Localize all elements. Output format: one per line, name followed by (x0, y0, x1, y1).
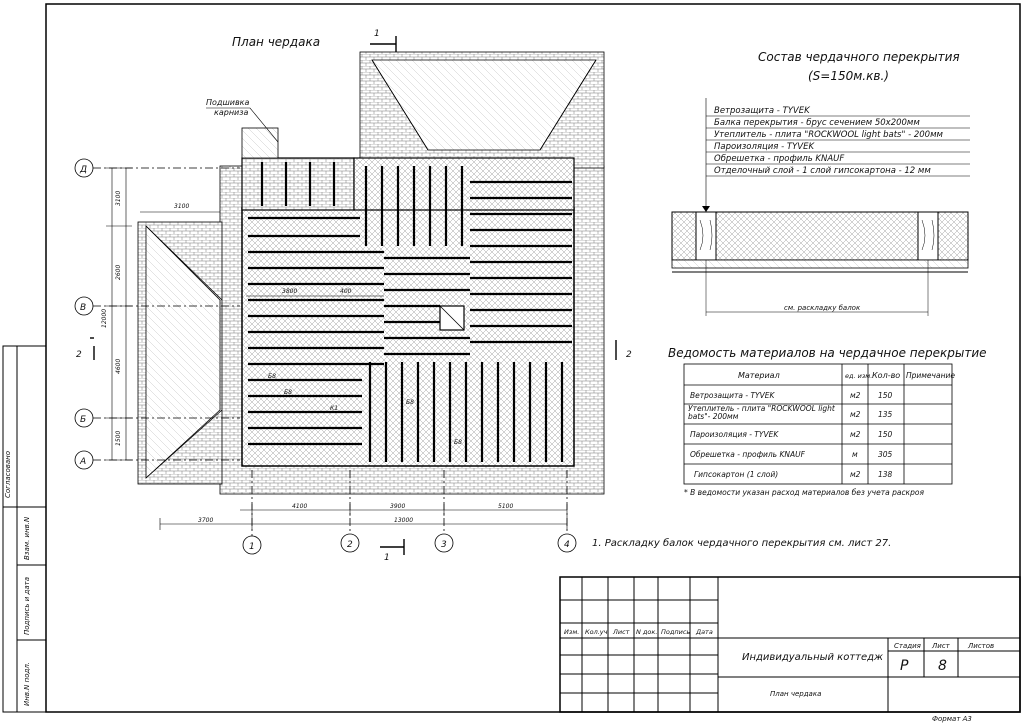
eave-label-1: Подшивка (206, 98, 250, 107)
eave-label-2: карниза (214, 108, 248, 117)
tb-sheets-label: Листов (967, 642, 994, 650)
dim-left-4: 1500 (115, 431, 122, 446)
tb-stage: Р (900, 658, 909, 674)
composition-title: Состав чердачного перекрытия (758, 50, 960, 64)
dim-bottom-total: 13000 (394, 517, 413, 524)
dim-bottom-3: 5100 (498, 503, 513, 510)
mat-row-4-name: Обрешетка - профиль KNAUF (690, 450, 806, 459)
floor-section (671, 206, 969, 316)
axis-row-b: Б (80, 415, 86, 425)
mat-row-2-unit: м2 (850, 410, 861, 419)
mat-row-3-name: Пароизоляция - TYVEK (690, 430, 779, 439)
axis-col-1: 1 (249, 542, 255, 552)
mat-row-1-qty: 150 (878, 391, 893, 400)
layer-2: Балка перекрытия - брус сечением 50х200м… (714, 118, 920, 128)
title-block (559, 576, 1021, 713)
mat-header-note: Примечание (906, 371, 955, 380)
section-marks (90, 36, 617, 555)
side-stamp-signature: Подпись и дата (23, 577, 31, 635)
side-stamp-inventory: Инв.N подл. (23, 662, 31, 706)
mat-row-1-name: Ветрозащита - TYVEK (690, 391, 775, 400)
axis-col-4: 4 (564, 540, 570, 550)
eave-leader (206, 107, 279, 143)
beam-label-5: Б8 (454, 439, 462, 446)
tb-sheet-label: Лист (931, 642, 951, 650)
layer-6: Отделочный слой - 1 слой гипсокартона - … (714, 166, 931, 176)
dim-bottom-2: 3900 (390, 503, 405, 510)
layer-5: Обрешетка - профиль KNAUF (714, 154, 844, 164)
section-mark-1-bottom: 1 (384, 553, 390, 563)
tb-header-date: Дата (695, 628, 713, 636)
tb-sheet: 8 (938, 658, 947, 674)
tb-header-kol: Кол.уч (585, 628, 608, 636)
composition-leader-lines (705, 98, 970, 210)
materials-title: Ведомость материалов на чердачное перекр… (668, 346, 987, 360)
side-stamp (2, 345, 47, 713)
dim-left-total: 12000 (101, 309, 108, 328)
tb-header-doc: N док. (636, 628, 657, 636)
tb-header-sign: Подпись (661, 628, 690, 636)
beams-vertical (260, 162, 564, 462)
mat-row-3-unit: м2 (850, 430, 861, 439)
plan-title: План чердака (232, 35, 320, 49)
dim-bottom-1: 4100 (292, 503, 307, 510)
axis-col-3: 3 (441, 540, 447, 550)
dim-left-2: 2600 (115, 265, 122, 280)
dim-inner-3: 400 (340, 288, 352, 295)
materials-footnote: * В ведомости указан расход материалов б… (684, 488, 924, 497)
mat-header-material: Материал (738, 371, 780, 380)
mat-row-2-qty: 135 (878, 410, 893, 419)
tb-stage-label: Стадия (894, 642, 921, 650)
side-stamp-agreed: Согласовано (4, 451, 12, 498)
dim-left-3: 4600 (115, 359, 122, 374)
composition-area: (S=150м.кв.) (808, 69, 889, 83)
tb-project: Индивидуальный коттедж (742, 652, 883, 663)
section-mark-1-top: 1 (374, 29, 380, 39)
beam-label-2: Б8 (284, 389, 292, 396)
mat-row-4-qty: 305 (878, 450, 893, 459)
tb-format: Формат А3 (932, 715, 972, 723)
mat-row-3-qty: 150 (878, 430, 893, 439)
mat-row-5-name: Гипсокартон (1 слой) (694, 470, 778, 479)
mat-row-5-unit: м2 (850, 470, 861, 479)
beams (248, 180, 572, 446)
beam-label-4: Б8 (406, 399, 414, 406)
tb-header-list: Лист (612, 628, 630, 636)
axis-row-d: Д (79, 165, 87, 175)
tb-header-izm: Изм. (564, 628, 579, 636)
mat-row-2-name: Утеплитель - плита "ROCKWOOL light bats"… (688, 405, 835, 421)
dim-inner-2: 3800 (282, 288, 297, 295)
mat-row-1-unit: м2 (850, 391, 861, 400)
dim-bottom-eave: 3700 (198, 517, 213, 524)
axis-col-2: 2 (347, 540, 353, 550)
layer-1: Ветрозащита - TYVEK (714, 106, 811, 116)
axis-row-v: В (80, 303, 86, 313)
beam-label-1: Б8 (268, 373, 276, 380)
tb-sheet-name: План чердака (770, 690, 821, 698)
mat-header-unit: ед. изм. (845, 372, 872, 380)
row-axes (74, 158, 240, 470)
section-mark-2-right: 2 (626, 350, 632, 360)
layer-3: Утеплитель - плита "ROCKWOOL light bats"… (714, 130, 944, 140)
general-note: 1. Раскладку балок чердачного перекрытия… (592, 537, 891, 549)
beam-label-3: К1 (330, 405, 338, 412)
mat-header-qty: Кол-во (872, 371, 900, 380)
mat-row-4-unit: м (852, 450, 858, 459)
mat-row-5-qty: 138 (878, 470, 893, 479)
axis-row-a: А (79, 457, 86, 467)
materials-table (683, 363, 953, 485)
dim-inner-1: 3100 (174, 203, 189, 210)
section-note: см. раскладку балок (784, 304, 861, 312)
layer-4: Пароизоляция - TYVEK (714, 142, 815, 152)
side-stamp-replace: Взам. инв.N (23, 516, 31, 560)
dimension-lines (106, 167, 568, 530)
section-mark-2-left: 2 (76, 350, 82, 360)
dim-left-1: 3100 (115, 191, 122, 206)
